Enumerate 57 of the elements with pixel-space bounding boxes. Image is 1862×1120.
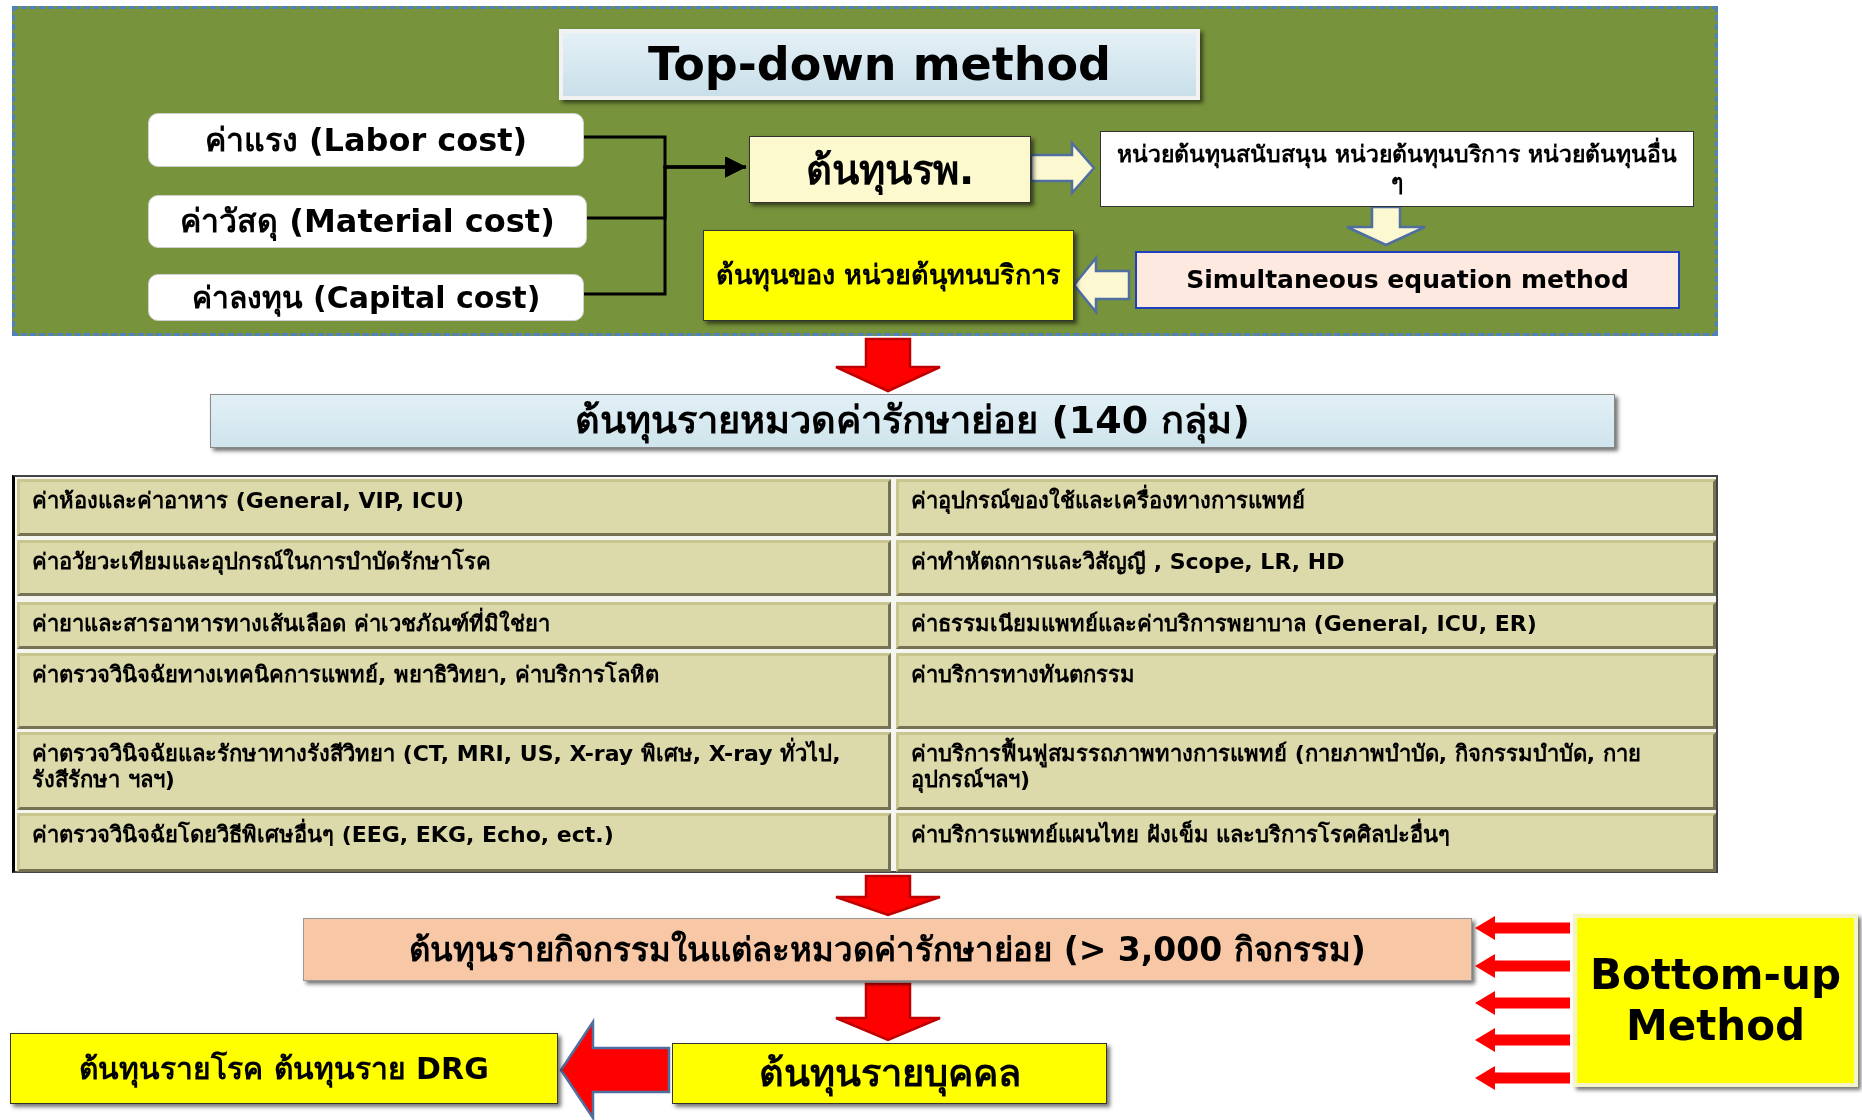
block-arrow xyxy=(1029,139,1096,197)
box-label: ค่าวัสดุ (Material cost) xyxy=(180,202,555,241)
table-cell xyxy=(896,540,1716,596)
cell-text: ค่าบริการทางทันตกรรม xyxy=(911,662,1135,689)
striped-arrow xyxy=(1475,916,1570,940)
table-cell xyxy=(17,540,891,596)
table-cell xyxy=(17,813,891,872)
cell-text: ค่าทำหัตถการและวิสัญญี , Scope, LR, HD xyxy=(911,549,1345,576)
block-arrow xyxy=(1345,205,1427,247)
table-cell xyxy=(17,479,891,536)
table-cell xyxy=(896,813,1716,872)
process-box xyxy=(1100,131,1694,207)
box-label: ต้นทุนรายโรค ต้นทุนราย DRG xyxy=(79,1050,489,1087)
box-label: ค่าแรง (Labor cost) xyxy=(204,120,528,160)
block-arrow xyxy=(559,1017,671,1120)
table-cell xyxy=(896,602,1716,649)
table-cell xyxy=(17,653,891,729)
table-cell xyxy=(896,479,1716,536)
cell-text: ค่าอวัยวะเทียมและอุปกรณ์ในการบำบัดรักษาโรค xyxy=(32,549,491,576)
process-box xyxy=(1135,251,1680,309)
cost-box xyxy=(148,274,584,321)
box-label: ต้นทุนรายกิจกรรมในแต่ละหมวดค่ารักษาย่อย (> 3,000 กิจกรรม) xyxy=(409,929,1366,970)
table-cell xyxy=(17,732,891,810)
cell-text: ค่าห้องและค่าอาหาร (General, VIP, ICU) xyxy=(32,488,465,515)
block-arrow xyxy=(834,874,942,917)
title-box xyxy=(559,29,1200,100)
block-arrow xyxy=(834,982,942,1042)
cell-text: ค่าตรวจวินิจฉัยทางเทคนิคการแพทย์, พยาธิวิทยา, ค่าบริการโลหิต xyxy=(32,662,660,689)
box-label: ต้นทุนรายหมวดค่ารักษาย่อย (140 กลุ่ม) xyxy=(575,398,1250,444)
block-arrow xyxy=(834,337,942,393)
table-cell xyxy=(17,602,891,649)
box-label: Simultaneous equation method xyxy=(1186,265,1629,295)
box-label: ต้นทุนของ หน่วยต้นุทนบริการ xyxy=(715,259,1062,292)
cost-box xyxy=(148,113,584,167)
table-background xyxy=(12,475,1718,873)
striped-arrow xyxy=(1475,991,1570,1015)
process-box xyxy=(303,918,1472,981)
panel-background xyxy=(12,6,1718,336)
striped-arrow xyxy=(1475,954,1570,978)
box-label: Bottom-up Method xyxy=(1588,950,1842,1051)
table-cell xyxy=(896,653,1716,729)
box-label: ต้นทุนรายบุคคล xyxy=(758,1050,1021,1097)
box-label: Top-down method xyxy=(647,36,1112,93)
process-box xyxy=(10,1033,558,1104)
cell-text: ค่าธรรมเนียมแพทย์และค่าบริการพยาบาล (General, ICU, ER) xyxy=(911,611,1537,638)
cost-box xyxy=(148,195,587,248)
striped-arrow xyxy=(1475,1028,1570,1052)
process-box xyxy=(703,230,1074,321)
process-box xyxy=(672,1043,1107,1104)
category-banner xyxy=(210,394,1615,448)
striped-arrow xyxy=(1475,1066,1570,1090)
box-label: ต้นทุนรพ. xyxy=(805,145,975,194)
table-cell xyxy=(896,732,1716,810)
block-arrow xyxy=(1072,254,1131,316)
process-box xyxy=(749,136,1031,203)
box-label: ค่าลงทุน (Capital cost) xyxy=(191,279,541,316)
method-box xyxy=(1573,914,1858,1087)
